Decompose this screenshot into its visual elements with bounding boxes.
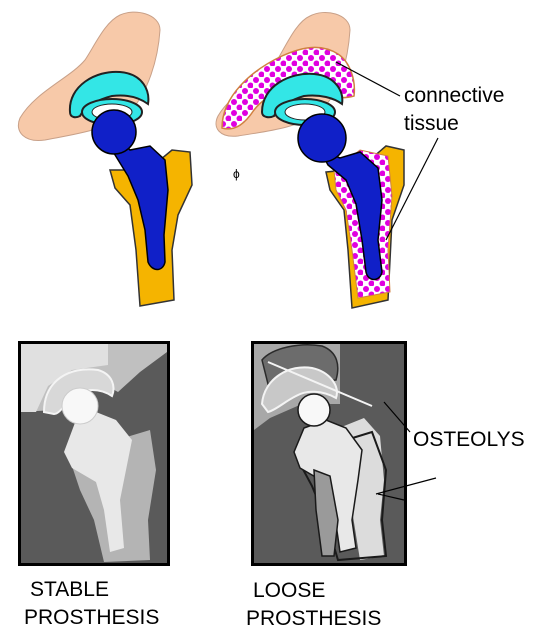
- femoral-head: [298, 114, 346, 162]
- loose-xray: [251, 341, 436, 566]
- stable-xray: [18, 341, 170, 566]
- loose-caption: LOOSE: [253, 579, 325, 602]
- loose-hip-illustration: [216, 12, 438, 308]
- connective-tissue-label: tissue: [404, 112, 459, 135]
- femoral-head: [92, 110, 136, 154]
- osteolysis-label: OSTEOLYS: [413, 428, 525, 451]
- loose-caption: PROSTHESIS: [246, 607, 381, 630]
- connective-tissue-label: connective: [404, 84, 504, 107]
- stable-hip-illustration: [18, 12, 192, 306]
- stable-caption: STABLE: [30, 578, 109, 601]
- stable-caption: PROSTHESIS: [24, 606, 159, 629]
- stray-mark: ϕ: [233, 167, 240, 181]
